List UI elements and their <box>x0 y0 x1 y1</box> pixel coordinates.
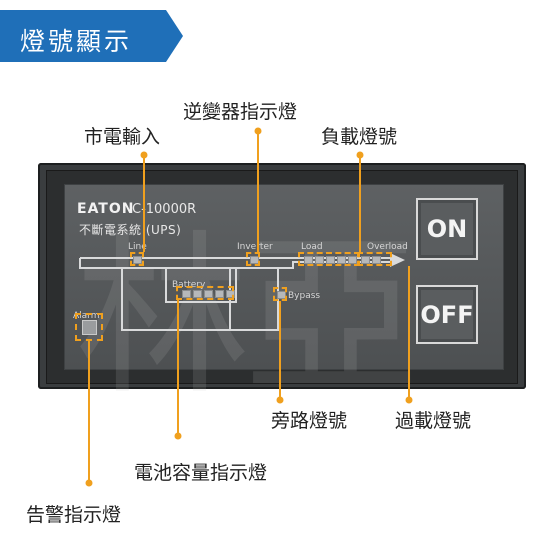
line-highlight <box>130 252 144 266</box>
on-button[interactable]: ON <box>416 198 478 260</box>
alarm-led <box>82 320 97 335</box>
battery-label: Battery <box>172 280 206 290</box>
off-button[interactable]: OFF <box>416 285 478 344</box>
inverter-label: Inverter <box>237 242 273 252</box>
callout-alarm: 告警指示燈 <box>26 504 122 526</box>
page-title: 燈號顯示 <box>20 27 133 56</box>
load-led-bar <box>304 256 357 264</box>
callout-overload: 過載燈號 <box>395 410 472 432</box>
callout-line: 市電輸入 <box>84 126 161 148</box>
overload-label: Overload <box>367 242 408 252</box>
overload-highlight <box>357 252 392 266</box>
header-ribbon <box>0 10 183 62</box>
callout-load: 負載燈號 <box>321 126 398 148</box>
callout-inverter: 逆變器指示燈 <box>183 101 298 123</box>
alarm-highlight <box>75 313 103 341</box>
battery-led-bar <box>182 290 235 298</box>
line-led <box>133 256 142 264</box>
load-highlight <box>298 252 360 266</box>
brand-logo: EATON <box>77 201 135 217</box>
battery-highlight <box>176 286 234 300</box>
device-subtitle: 不斷電系統 (UPS) <box>79 223 182 237</box>
line-label: Line <box>128 242 147 252</box>
callout-bypass: 旁路燈號 <box>271 410 348 432</box>
bypass-label: Bypass <box>288 291 321 301</box>
load-label: Load <box>301 242 323 252</box>
bypass-highlight <box>273 287 287 301</box>
alarm-label: Alarm <box>73 311 100 321</box>
overload-led <box>361 256 381 264</box>
model-label: C-10000R <box>132 202 197 217</box>
callout-battery: 電池容量指示燈 <box>134 462 268 484</box>
inverter-highlight <box>246 252 260 266</box>
